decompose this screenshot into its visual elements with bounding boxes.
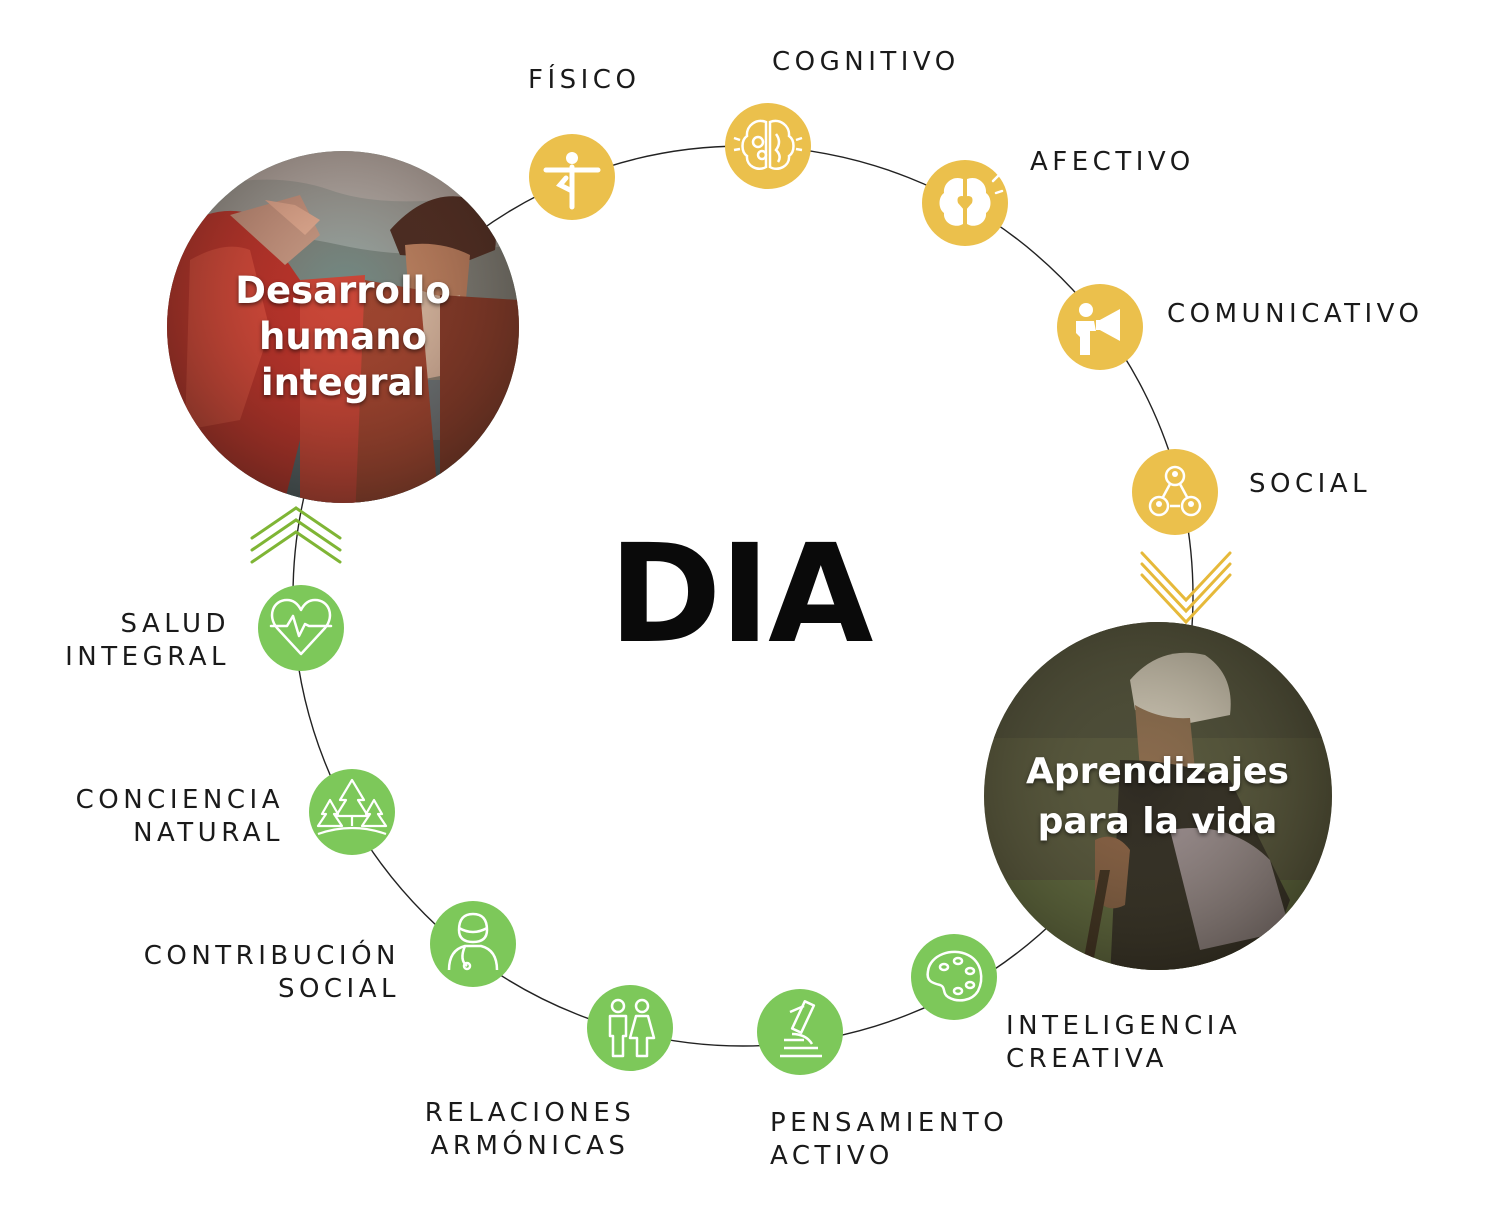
couple-icon: [587, 985, 673, 1071]
label-salud-integral: SALUD INTEGRAL: [65, 609, 230, 672]
nurse-icon: [430, 901, 516, 987]
forest-icon: [309, 769, 395, 855]
microscope-icon: [757, 989, 843, 1075]
label-fisico: FÍSICO: [528, 65, 641, 95]
center-label: DIA: [608, 516, 874, 674]
hub-desarrollo-label: Desarrollo humano integral: [235, 269, 451, 404]
label-cognitivo: COGNITIVO: [772, 47, 960, 77]
label-afectivo: AFECTIVO: [1030, 147, 1195, 177]
brain-heart-icon: [922, 160, 1008, 246]
label-inteligencia-creativa: INTELIGENCIA CREATIVA: [1006, 1011, 1242, 1074]
brain-gears-icon: [725, 103, 811, 189]
heart-pulse-icon: [258, 585, 344, 671]
label-conciencia-natural: CONCIENCIA NATURAL: [75, 785, 284, 848]
person-balance-icon: [529, 134, 615, 220]
hub-aprendizajes-label: Aprendizajes para la vida: [1026, 751, 1289, 842]
label-contribucion-social: CONTRIBUCIÓN SOCIAL: [143, 941, 400, 1004]
megaphone-person-icon: [1057, 284, 1143, 370]
label-pensamiento-activo: PENSAMIENTO ACTIVO: [770, 1108, 1009, 1171]
label-social: SOCIAL: [1249, 469, 1372, 499]
label-relaciones-armonicas: RELACIONES ARMÓNICAS: [424, 1098, 636, 1161]
palette-icon: [911, 934, 997, 1020]
label-comunicativo: COMUNICATIVO: [1167, 299, 1424, 329]
arrow-up-to-desarrollo: [250, 506, 342, 564]
network-people-icon: [1132, 449, 1218, 535]
arrow-down-to-aprendizajes: [1140, 551, 1232, 625]
